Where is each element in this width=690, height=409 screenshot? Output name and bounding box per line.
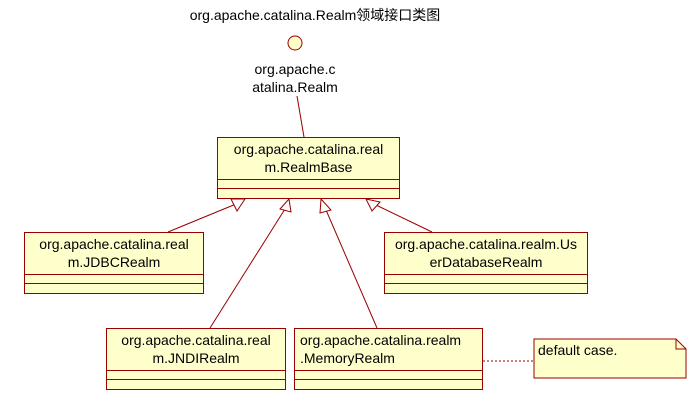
note-text: default case. <box>538 342 618 358</box>
class-name: org.apache.catalina.real m.JDBCRealm <box>25 233 203 275</box>
class-realm-base[interactable]: org.apache.catalina.real m.RealmBase <box>217 137 400 199</box>
interface-realization-edge <box>296 95 305 138</box>
note-fold <box>675 339 686 350</box>
class-name-line1: org.apache.catalina.realm <box>300 332 462 348</box>
class-name-line1: org.apache.catalina.realm.Us <box>394 236 578 252</box>
userdb-generalization-arrow <box>365 198 381 212</box>
attributes-compartment <box>25 275 203 284</box>
memory-generalization-arrow <box>319 197 332 214</box>
operations-compartment <box>107 380 285 388</box>
class-userdatabase-realm[interactable]: org.apache.catalina.realm.Us erDatabaseR… <box>384 232 588 294</box>
diagram-title: org.apache.catalina.Realm领域接口类图 <box>189 7 441 23</box>
operations-compartment <box>385 284 587 292</box>
class-name: org.apache.catalina.realm.Us erDatabaseR… <box>385 233 587 275</box>
operations-compartment <box>295 380 482 388</box>
attributes-compartment <box>218 180 399 189</box>
operations-compartment <box>218 189 399 197</box>
class-name-line2: m.RealmBase <box>264 159 353 175</box>
class-name-line2: erDatabaseRealm <box>429 254 543 270</box>
class-name: org.apache.catalina.real m.RealmBase <box>218 138 399 180</box>
attributes-compartment <box>295 371 482 380</box>
jndi-generalization-arrow <box>279 197 292 213</box>
memory-generalization-edge <box>325 209 378 329</box>
note-shape <box>533 338 687 379</box>
attributes-compartment <box>385 275 587 284</box>
class-memory-realm[interactable]: org.apache.catalina.realm .MemoryRealm <box>294 328 483 390</box>
class-name-line2: m.JDBCRealm <box>67 254 161 270</box>
jdbc-generalization-arrow <box>230 198 246 212</box>
class-name-line2: m.JNDIRealm <box>152 350 240 366</box>
class-name-line1: org.apache.catalina.real <box>39 236 189 252</box>
class-name-line1: org.apache.catalina.real <box>233 141 384 157</box>
class-name-line1: org.apache.catalina.real <box>121 332 271 348</box>
interface-label-line1: org.apache.c <box>254 61 336 77</box>
interface-label-line2: atalina.Realm <box>252 79 338 95</box>
userdb-generalization-edge <box>375 204 433 233</box>
jndi-generalization-edge <box>209 208 286 329</box>
operations-compartment <box>25 284 203 292</box>
realm-interface-label: org.apache.c atalina.Realm <box>232 60 358 96</box>
realm-interface-circle <box>287 35 303 51</box>
attributes-compartment <box>107 371 285 380</box>
class-jdbc-realm[interactable]: org.apache.catalina.real m.JDBCRealm <box>24 232 204 294</box>
jdbc-generalization-edge <box>167 203 237 233</box>
class-name-line2: .MemoryRealm <box>300 350 395 366</box>
class-name: org.apache.catalina.realm .MemoryRealm <box>295 329 482 371</box>
class-name: org.apache.catalina.real m.JNDIRealm <box>107 329 285 371</box>
class-jndi-realm[interactable]: org.apache.catalina.real m.JNDIRealm <box>106 328 286 390</box>
